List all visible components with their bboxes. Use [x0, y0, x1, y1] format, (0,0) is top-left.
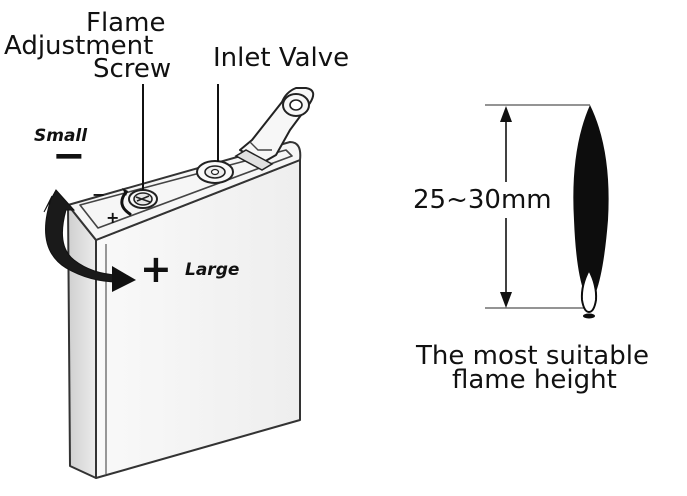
hinge-lever: [234, 87, 315, 171]
flame-icon: [573, 105, 609, 319]
label-flame: Flame: [86, 8, 166, 38]
flame-height-dimension: [485, 104, 590, 309]
rotation-arrow: [43, 189, 136, 292]
flame-height-value: 25~30mm: [413, 185, 552, 215]
lighter-body: [67, 141, 302, 479]
caption-line-2: flame height: [452, 365, 617, 395]
lighter-top-face: [67, 141, 302, 241]
plus-sign: +: [140, 247, 172, 291]
lighter-side-face: [67, 204, 97, 479]
label-adjustment: Adjustment: [4, 31, 154, 61]
label-small: Small: [34, 126, 88, 146]
label-screw: Screw: [93, 54, 172, 84]
label-inlet-valve: Inlet Valve: [213, 43, 350, 73]
inlet-valve: [196, 160, 234, 184]
minus-sign: −: [52, 133, 86, 179]
screw-plus-mark: +: [106, 208, 120, 227]
caption-line-1: The most suitable: [416, 341, 649, 371]
flame-adjustment-screw: [120, 188, 158, 216]
screw-minus-mark: −: [92, 185, 106, 204]
label-large: Large: [185, 260, 240, 280]
